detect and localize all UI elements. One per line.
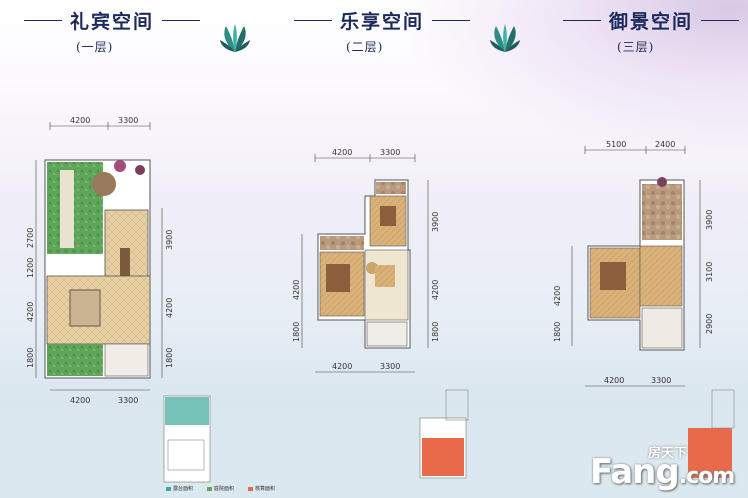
dim-f2-top-1: 4200 (332, 148, 352, 157)
dim-f1-top-2: 3300 (118, 116, 138, 125)
dim-f2-right-3: 1800 (431, 322, 440, 342)
dim-f3-left-2: 1800 (553, 322, 562, 342)
floor2-label: (二层) (346, 40, 384, 54)
title-floor2: 乐享空间 (294, 8, 471, 33)
dim-f2-left-2: 1800 (292, 322, 301, 342)
leaf-icon (490, 24, 520, 52)
dim-f2-top-2: 3300 (380, 148, 400, 157)
legend: 露台面积 庭院面积 核算面积 (166, 485, 275, 492)
dim-f1-bottom-1: 4200 (70, 396, 90, 405)
dim-f1-top-1: 4200 (70, 116, 90, 125)
legend-item: 露台面积 (166, 485, 193, 492)
dim-f2-right-1: 3900 (431, 212, 440, 232)
dim-f1-left-1: 2700 (26, 228, 35, 248)
legend-item: 核算面积 (248, 485, 275, 492)
leaf-icon (220, 24, 250, 52)
dim-f3-top-2: 2400 (655, 140, 675, 149)
dim-f3-left-1: 4200 (553, 286, 562, 306)
dim-f1-right-2: 4200 (165, 298, 174, 318)
floor1-label: (一层) (76, 40, 114, 54)
dim-f3-top-1: 5100 (606, 140, 626, 149)
dim-f1-bottom-2: 3300 (118, 396, 138, 405)
dim-f3-right-3: 2900 (705, 314, 714, 334)
title-floor3: 御景空间 (563, 8, 740, 33)
floor3-label: (三层) (617, 40, 655, 54)
dim-f3-right-2: 3100 (705, 262, 714, 282)
background-wash (388, 0, 748, 160)
title-floor1: 礼宾空间 (24, 8, 201, 33)
dim-f1-left-2: 1200 (26, 258, 35, 278)
fang-logo: 房天下 Fang.com (590, 446, 735, 492)
dim-f2-left-1: 4200 (292, 280, 301, 300)
dim-f1-right-1: 3900 (165, 230, 174, 250)
dim-f1-left-4: 1800 (26, 348, 35, 368)
dim-f2-bottom-1: 4200 (332, 362, 352, 371)
dim-f3-bottom-2: 3300 (651, 376, 671, 385)
legend-item: 庭院面积 (207, 485, 234, 492)
dim-f3-bottom-1: 4200 (604, 376, 624, 385)
dim-f3-right-1: 3900 (705, 210, 714, 230)
dim-f2-bottom-2: 3300 (380, 362, 400, 371)
dim-f1-right-3: 1800 (165, 348, 174, 368)
dim-f1-left-3: 4200 (26, 302, 35, 322)
dim-f2-right-2: 4200 (431, 280, 440, 300)
